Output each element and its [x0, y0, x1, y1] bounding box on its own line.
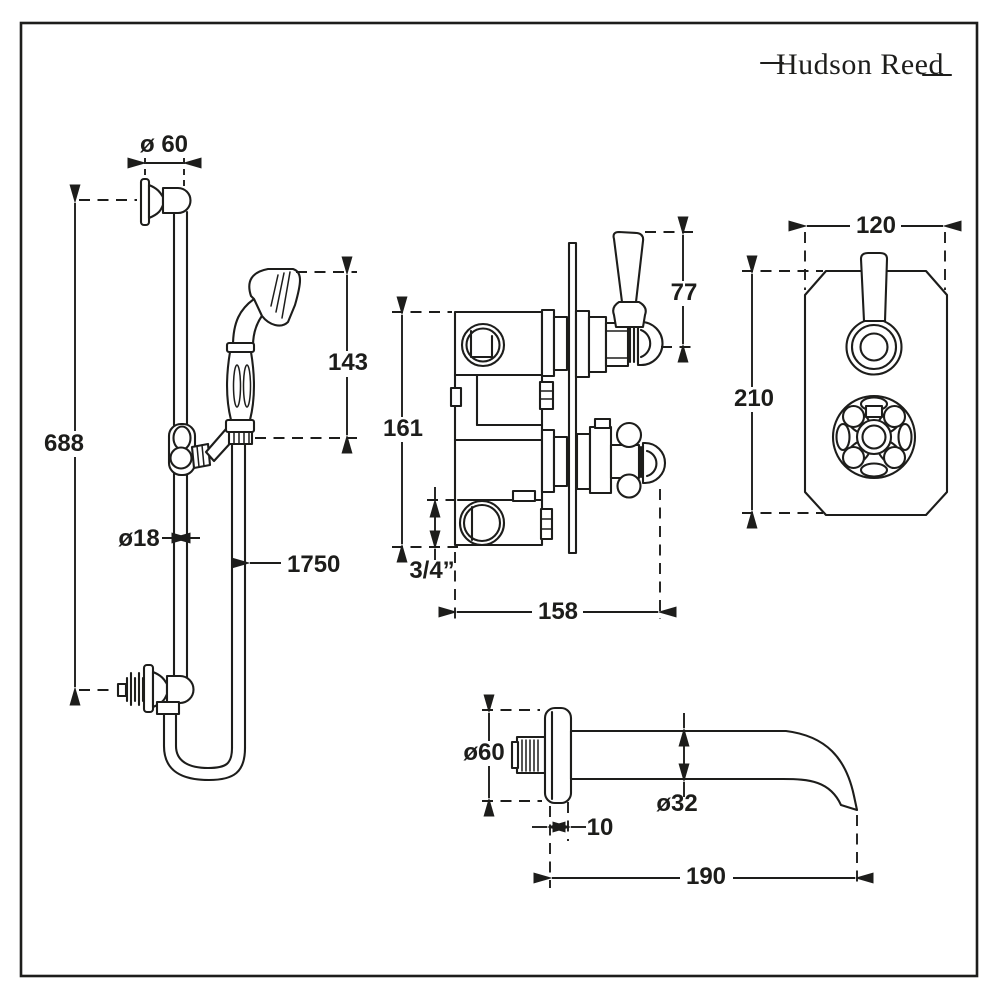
- valve-top-cartridge: [574, 309, 664, 379]
- faceplate-crosshead-handle: [831, 394, 917, 480]
- valve-dimensions: 77 161 3/4” 158: [380, 216, 701, 625]
- spout-body: [569, 729, 859, 812]
- slide-rail-drawing: [116, 177, 302, 782]
- shower-hose: [155, 442, 247, 782]
- dim-hose-length: 1750: [231, 551, 340, 578]
- valve-bottom-port: [458, 499, 506, 547]
- valve-wall-plate: [567, 241, 578, 555]
- dim-flange-depth: 10: [532, 802, 613, 888]
- dim-valve-body-width: 158: [438, 489, 677, 625]
- dim-label-flange-depth: 10: [587, 814, 614, 841]
- dim-label-rail-diameter: ø18: [118, 525, 159, 552]
- dim-label-plate-width: 120: [856, 212, 896, 239]
- dim-handset-height: 143: [255, 256, 369, 454]
- dim-label-valve-body-width: 158: [538, 598, 578, 625]
- valve-top-port: [460, 322, 506, 368]
- dim-label-valve-body-height: 161: [383, 415, 423, 442]
- dim-label-bracket-diameter: ø 60: [140, 131, 188, 158]
- thermostatic-valve-drawing: [449, 230, 666, 555]
- page-border: [19, 21, 979, 978]
- dim-valve-body-height: 161: [380, 296, 458, 563]
- dim-bracket-diameter: ø 60: [127, 131, 202, 186]
- dim-rail-diameter: ø18: [118, 525, 200, 552]
- dim-plate-width: 120: [788, 212, 962, 290]
- valve-bottom-cartridge: [575, 417, 666, 499]
- faceplate-lever-escutcheon: [845, 318, 903, 376]
- faceplate-dimensions: 120 210: [730, 212, 962, 529]
- spout-wall-flange: [543, 706, 573, 805]
- dim-spout-reach: 190: [533, 815, 874, 890]
- dim-label-flange-diameter: ø60: [463, 739, 504, 766]
- dim-label-spout-reach: 190: [686, 863, 726, 890]
- slider-cradle: [167, 422, 237, 477]
- dim-spout-diameter: ø32: [656, 713, 698, 817]
- shower-handset: [224, 267, 302, 446]
- dim-flange-diameter: ø60: [463, 694, 542, 817]
- dim-label-plate-height: 210: [734, 385, 774, 412]
- dim-label-valve-handle-height: 77: [671, 279, 698, 306]
- dim-valve-handle-height: 77: [645, 216, 701, 363]
- spout-threaded-tail: [515, 735, 547, 775]
- top-wall-bracket: [139, 177, 192, 227]
- hose-outlet: [155, 700, 181, 716]
- brand-logo-text: Hudson Reed: [776, 48, 944, 81]
- spout-dimensions: ø60 ø32 10 190: [463, 694, 874, 890]
- dim-label-spout-diameter: ø32: [656, 790, 697, 817]
- dim-label-hose-length: 1750: [287, 551, 340, 578]
- slide-rail-dimensions: ø 60 688 143 ø18 1750: [42, 131, 369, 706]
- dim-label-handset-height: 143: [328, 349, 368, 376]
- dim-valve-connection: 3/4”: [409, 487, 456, 584]
- dim-label-valve-connection: 3/4”: [409, 557, 454, 584]
- dim-label-rail-height: 688: [44, 430, 84, 457]
- dim-plate-height: 210: [730, 255, 823, 529]
- faceplate-drawing: [803, 251, 949, 517]
- bath-spout-drawing: [510, 706, 859, 812]
- dim-rail-height: 688: [42, 184, 137, 706]
- faceplate-lever-handle: [859, 251, 889, 323]
- brand-logo: Hudson Reed: [759, 48, 953, 81]
- valve-lever-handle: [612, 230, 647, 329]
- bottom-wall-bracket: [116, 663, 195, 714]
